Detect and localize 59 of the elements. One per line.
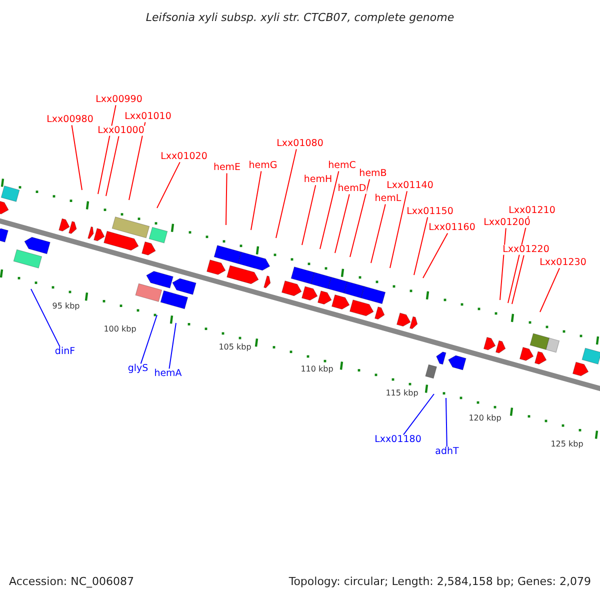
leader-line [414, 216, 428, 276]
leader-line [140, 314, 158, 364]
leader-line [168, 322, 176, 370]
leader-line [320, 170, 340, 250]
gene-label: dinF [54, 346, 76, 358]
gene-label: Lxx01150 [406, 206, 454, 218]
scale-label: 115 kbp [384, 390, 420, 398]
scale-label: 110 kbp [300, 366, 334, 374]
gene-label: hemB [358, 168, 388, 180]
leader-line [276, 148, 297, 238]
gene-label: Lxx01140 [386, 180, 434, 192]
leader-line [71, 124, 82, 190]
gene-label: Lxx01210 [508, 206, 556, 216]
leader-line [446, 398, 448, 448]
gene-label: Lxx01180 [374, 434, 422, 446]
gene-label: hemD [336, 184, 368, 194]
leader-line [156, 162, 180, 208]
scale-label: 95 kbp [51, 302, 81, 312]
gene-label: Lxx01080 [276, 138, 324, 150]
gene-label: hemA [153, 368, 183, 380]
accession-text: Accession: NC_006087 [8, 576, 136, 588]
leader-line [226, 172, 228, 226]
gene-label: Lxx01220 [502, 244, 550, 256]
leader-line [106, 136, 120, 196]
leader-line [334, 194, 350, 254]
leader-line [390, 190, 408, 268]
scale-label: 125 kbp [550, 440, 584, 450]
leader-line [30, 288, 60, 348]
gene-label: adhT [434, 446, 460, 458]
gene-label: Lxx01010 [124, 112, 172, 122]
leader-line [500, 228, 506, 300]
gene-label: Lxx01000 [96, 126, 146, 136]
gene-label: Lxx00980 [46, 114, 94, 126]
scale-label: 120 kbp [468, 414, 502, 424]
gene-label: Lxx00990 [94, 94, 144, 106]
leader-line [512, 254, 524, 304]
leader-line [422, 232, 448, 278]
scale-label: 105 kbp [218, 344, 252, 352]
gene-label: Lxx01230 [538, 258, 588, 268]
leader-line [370, 204, 386, 264]
scale-label: 100 kbp [102, 326, 138, 334]
gene-label: hemC [327, 160, 357, 172]
genome-summary-text: Topology: circular; Length: 2,584,158 bp; Genes: 2,079 [288, 576, 592, 588]
gene-label: hemL [374, 194, 402, 204]
leader-line [350, 178, 370, 258]
gene-label: hemE [212, 162, 242, 174]
gene-label: Lxx01200 [482, 218, 532, 228]
leader-line [540, 268, 560, 312]
gene-label: Lxx01160 [428, 222, 476, 234]
leader-line [302, 184, 316, 246]
gene-label: hemH [302, 174, 334, 186]
leader-line [98, 104, 116, 194]
leader-line [402, 394, 434, 436]
title: Leifsonia xyli subsp. xyli str. CTCB07, complete genome [144, 12, 456, 24]
gene-label: hemG [248, 160, 278, 172]
gene-label: glyS [126, 364, 150, 374]
gene-label: Lxx01020 [160, 152, 208, 162]
leader-line [128, 122, 146, 200]
leader-line [250, 170, 262, 230]
